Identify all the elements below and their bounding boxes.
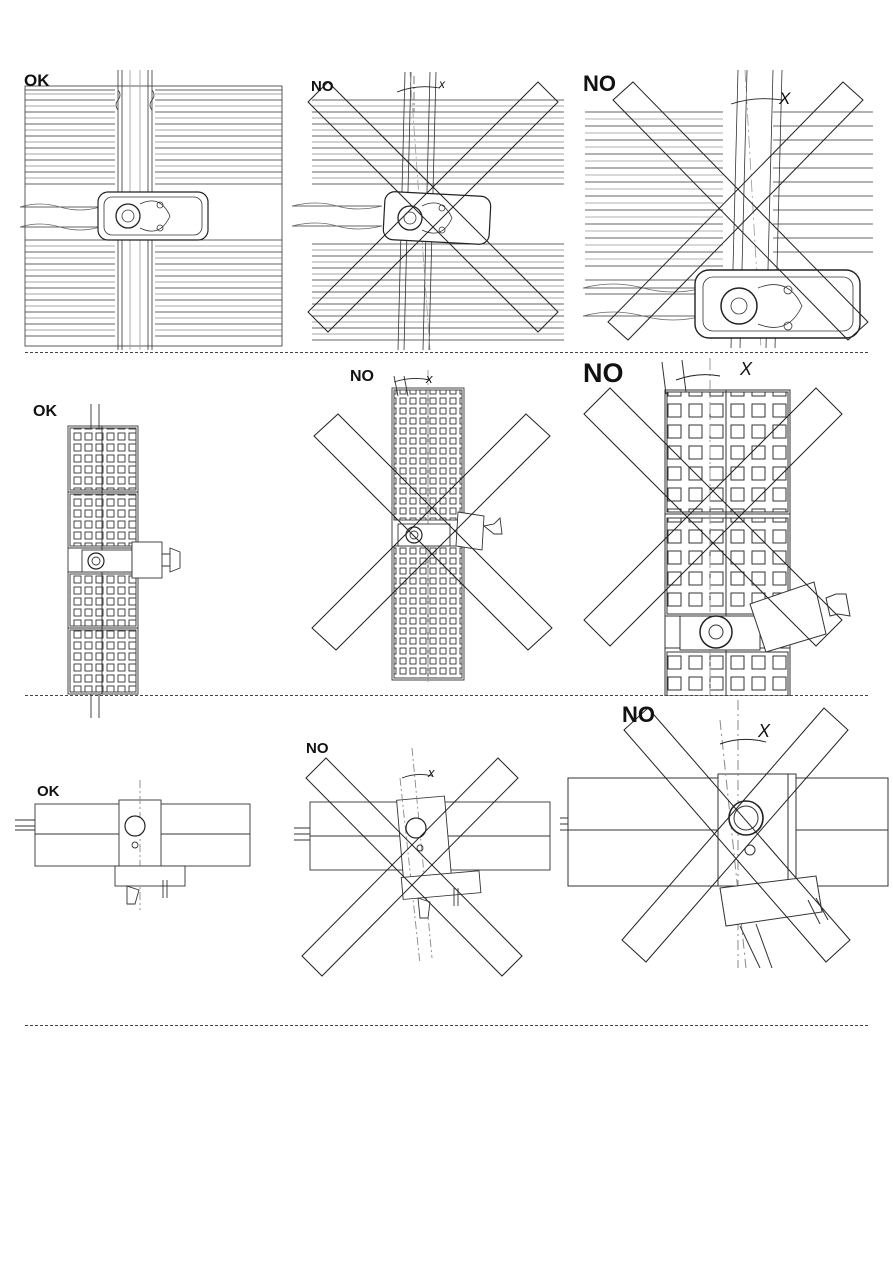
row2-ok-panel: OK bbox=[28, 398, 198, 720]
ok-label: OK bbox=[37, 784, 60, 799]
row3-no-right-drawing bbox=[560, 700, 890, 968]
row3-no-mid-panel: NO x bbox=[292, 738, 554, 980]
row2-no-right-drawing bbox=[580, 358, 870, 696]
ok-label: OK bbox=[24, 72, 50, 89]
no-label: NO bbox=[311, 79, 334, 94]
row1-no-right-drawing bbox=[583, 70, 873, 348]
horizontal-rod bbox=[20, 207, 100, 227]
angle-label: x bbox=[428, 766, 435, 779]
clamp-body bbox=[98, 192, 208, 240]
row-divider bbox=[25, 1025, 868, 1026]
row3-ok-panel: OK bbox=[15, 780, 255, 920]
no-label: NO bbox=[583, 73, 616, 95]
tilted-shaft bbox=[662, 360, 686, 394]
row1-no-mid-panel: NO x bbox=[292, 72, 564, 350]
row1-ok-panel: OK bbox=[20, 70, 285, 350]
rail-lines bbox=[585, 112, 873, 294]
row2-no-mid-panel: NO x bbox=[308, 366, 556, 688]
angle-label: X bbox=[740, 360, 752, 378]
angle-label: x bbox=[426, 372, 433, 385]
row-divider bbox=[25, 695, 868, 696]
row2-no-mid-drawing bbox=[308, 366, 556, 688]
row3-no-right-panel: NO X bbox=[560, 700, 890, 968]
row2-ok-drawing bbox=[28, 398, 198, 720]
angle-label: x bbox=[439, 78, 445, 90]
row1-ok-drawing bbox=[20, 70, 285, 350]
row3-ok-drawing bbox=[15, 780, 255, 920]
row2-no-right-panel: NO X bbox=[580, 358, 870, 696]
row3-no-mid-drawing bbox=[292, 738, 554, 980]
angle-label: X bbox=[779, 90, 790, 107]
row1-no-right-panel: NO X bbox=[583, 70, 873, 348]
no-label: NO bbox=[350, 369, 374, 385]
angle-label: X bbox=[758, 722, 770, 740]
no-label: NO bbox=[622, 704, 655, 726]
row-divider bbox=[25, 352, 868, 353]
row1-no-mid-drawing bbox=[292, 72, 564, 350]
no-label: NO bbox=[306, 741, 329, 756]
ok-label: OK bbox=[33, 404, 57, 420]
no-label: NO bbox=[583, 360, 624, 387]
